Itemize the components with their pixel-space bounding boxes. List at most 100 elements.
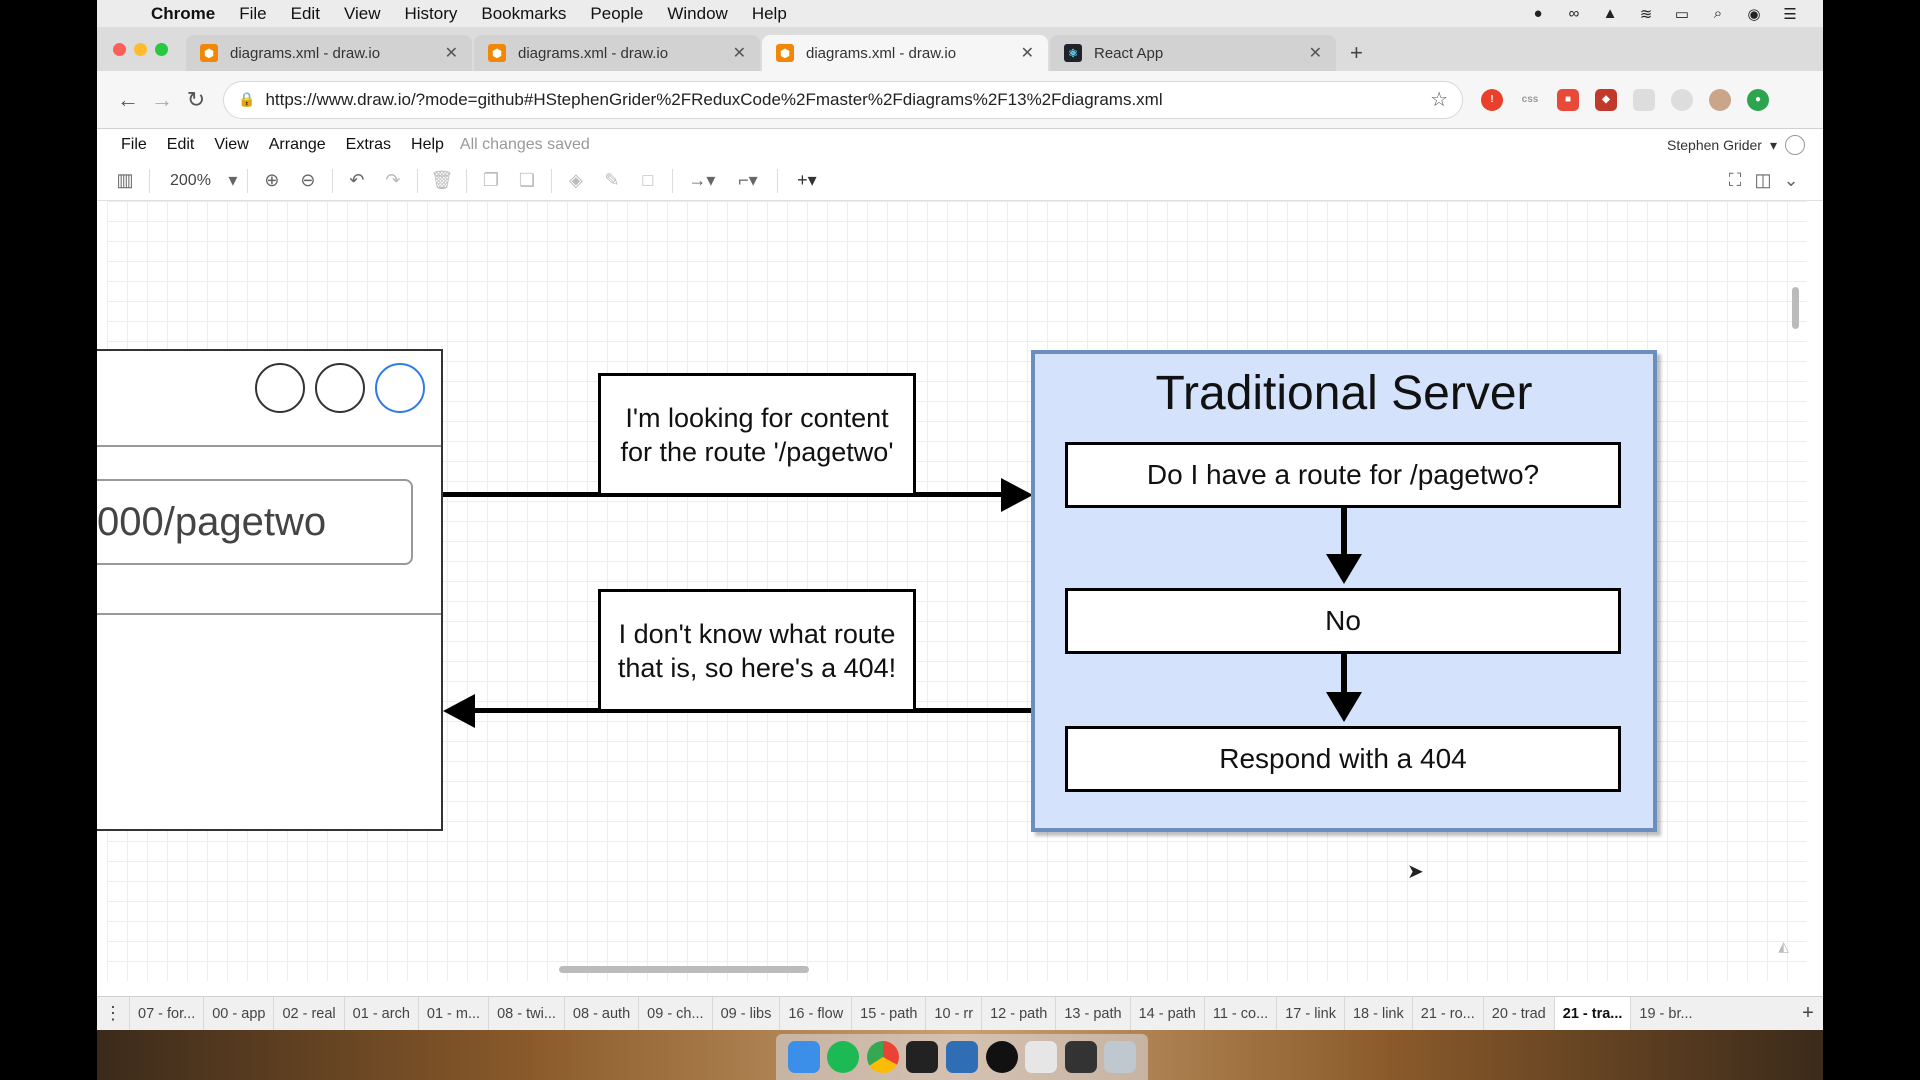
drawio-menu-help[interactable]: Help	[411, 136, 444, 153]
browser-mockup-shape[interactable]: 000/pagetwo	[97, 349, 443, 831]
ublock-icon[interactable]: ◆	[1595, 88, 1617, 111]
zoom-select[interactable]: 200%	[170, 171, 211, 189]
collapse-icon[interactable]: ⌄	[1783, 170, 1799, 190]
connection-icon[interactable]: →▾	[688, 170, 716, 190]
spotify-icon[interactable]	[827, 1041, 860, 1073]
page-tab[interactable]: 14 - path	[1129, 996, 1204, 1031]
page-tab[interactable]: 01 - m...	[417, 996, 488, 1031]
trash-icon[interactable]	[1104, 1041, 1137, 1073]
close-tab-icon[interactable]: ✕	[1308, 45, 1322, 62]
menu-help[interactable]: Help	[751, 3, 787, 23]
page-tab[interactable]: 19 - br...	[1630, 996, 1700, 1031]
horizontal-scrollbar[interactable]	[559, 966, 809, 973]
page-tab[interactable]: 16 - flow	[779, 996, 851, 1031]
drawio-menu-arrange[interactable]: Arrange	[268, 136, 326, 153]
browser-tab[interactable]: ⚛ React App ✕	[1050, 35, 1336, 71]
step-respond-404[interactable]: Respond with a 404	[1065, 726, 1621, 792]
page-tab[interactable]: 07 - for...	[129, 996, 203, 1031]
terminal-icon[interactable]	[906, 1041, 939, 1073]
drawio-menu-extras[interactable]: Extras	[345, 136, 392, 153]
close-window-button[interactable]	[113, 42, 126, 56]
page-tab[interactable]: 12 - path	[981, 996, 1055, 1031]
add-page-button[interactable]: +	[1802, 1002, 1814, 1024]
wifi-icon[interactable]: ≋	[1639, 5, 1653, 23]
page-tab[interactable]: 11 - co...	[1203, 996, 1276, 1031]
insert-icon[interactable]: +▾	[797, 170, 817, 190]
close-tab-icon[interactable]: ✕	[732, 45, 746, 62]
page-tab[interactable]: 10 - rr	[925, 996, 981, 1031]
profile-avatar[interactable]	[1709, 88, 1731, 111]
response-label-box[interactable]: I don't know what route that is, so here…	[598, 589, 916, 712]
page-tab[interactable]: 20 - trad	[1482, 996, 1554, 1031]
zoom-window-button[interactable]	[155, 42, 168, 56]
step-route-check[interactable]: Do I have a route for /pagetwo?	[1065, 442, 1621, 508]
waypoints-icon[interactable]: ⌐▾	[738, 170, 758, 190]
address-bar[interactable]: 🔒 https://www.draw.io/?mode=github#HStep…	[223, 80, 1463, 119]
page-tab[interactable]: 00 - app	[203, 996, 273, 1031]
extension-icon[interactable]	[1633, 88, 1655, 111]
zoom-in-icon[interactable]: ⊕	[264, 170, 280, 190]
drawio-menu-view[interactable]: View	[214, 136, 249, 153]
browser-tab[interactable]: ⬢ diagrams.xml - draw.io ✕	[186, 35, 472, 71]
menu-file[interactable]: File	[239, 3, 267, 23]
page-tab[interactable]: 18 - link	[1343, 996, 1412, 1031]
siri-icon[interactable]: ◉	[1747, 5, 1761, 23]
pages-menu-icon[interactable]: ⋮	[104, 1003, 122, 1023]
delete-icon[interactable]: 🗑	[430, 170, 454, 190]
lock-icon[interactable]: 🔒	[238, 91, 256, 107]
format-panel-icon[interactable]: ▥	[116, 170, 134, 190]
docker-icon[interactable]: ▲	[1602, 5, 1618, 22]
menu-people[interactable]: People	[590, 3, 644, 23]
app-status-icon[interactable]: ●	[1533, 5, 1543, 22]
format-toggle-icon[interactable]: ◫	[1754, 170, 1772, 190]
page-tab[interactable]: 13 - path	[1055, 996, 1129, 1031]
fill-color-icon[interactable]: ◈	[569, 170, 583, 190]
finder-icon[interactable]	[787, 1041, 820, 1073]
line-color-icon[interactable]: ✎	[604, 170, 620, 190]
menu-view[interactable]: View	[343, 3, 381, 23]
diagram-canvas[interactable]: 000/pagetwo I'm looking for content for …	[97, 201, 1807, 981]
extension-icon[interactable]: !	[1481, 88, 1503, 111]
page-tab[interactable]: 02 - real	[273, 996, 343, 1031]
spotlight-search-icon[interactable]: ⌕	[1713, 5, 1723, 22]
keyboard-app-icon[interactable]	[1064, 1041, 1097, 1073]
close-tab-icon[interactable]: ✕	[1020, 45, 1034, 62]
request-label-box[interactable]: I'm looking for content for the route '/…	[598, 373, 916, 496]
obs-icon[interactable]	[985, 1041, 1018, 1073]
extension-icon[interactable]: ●	[1747, 88, 1769, 111]
page-tab[interactable]: 08 - auth	[563, 996, 638, 1031]
step-no[interactable]: No	[1065, 588, 1621, 654]
globe-icon[interactable]	[1785, 135, 1805, 155]
glasses-icon[interactable]: ∞	[1568, 5, 1580, 22]
reload-button[interactable]: ↻	[186, 86, 206, 112]
menu-edit[interactable]: Edit	[290, 3, 320, 23]
traditional-server-container[interactable]: Traditional Server Do I have a route for…	[1031, 350, 1657, 832]
fullscreen-icon[interactable]: ⛶	[1728, 170, 1742, 190]
page-tab[interactable]: 15 - path	[851, 996, 925, 1031]
shadow-icon[interactable]: □	[642, 170, 654, 190]
page-tab[interactable]: 21 - ro...	[1411, 996, 1483, 1031]
vertical-scrollbar[interactable]	[1792, 287, 1799, 329]
bookmark-star-icon[interactable]: ☆	[1430, 89, 1448, 111]
preview-icon[interactable]	[1025, 1041, 1058, 1073]
menu-history[interactable]: History	[404, 3, 458, 23]
redo-icon[interactable]: ↷	[385, 170, 401, 190]
menu-bookmarks[interactable]: Bookmarks	[481, 3, 567, 23]
zoom-out-icon[interactable]: ⊖	[300, 170, 316, 190]
to-back-icon[interactable]: ❏	[518, 170, 535, 190]
minimize-window-button[interactable]	[134, 42, 147, 56]
page-tab[interactable]: 09 - libs	[711, 996, 780, 1031]
page-tab[interactable]: 09 - ch...	[638, 996, 711, 1031]
page-tab[interactable]: 01 - arch	[343, 996, 418, 1031]
notification-center-icon[interactable]: ☰	[1783, 5, 1797, 23]
user-menu[interactable]: Stephen Grider ▾	[1667, 135, 1823, 155]
back-button[interactable]: ←	[117, 86, 139, 112]
battery-icon[interactable]: ▭	[1674, 5, 1690, 23]
menu-window[interactable]: Window	[667, 3, 728, 23]
page-tab[interactable]: 08 - twi...	[488, 996, 564, 1031]
drawio-menu-edit[interactable]: Edit	[166, 136, 195, 153]
extension-icon[interactable]: ■	[1557, 88, 1579, 111]
page-tab[interactable]: 17 - link	[1276, 996, 1344, 1031]
extension-icon[interactable]	[1671, 88, 1693, 111]
forward-button[interactable]: →	[151, 86, 173, 112]
